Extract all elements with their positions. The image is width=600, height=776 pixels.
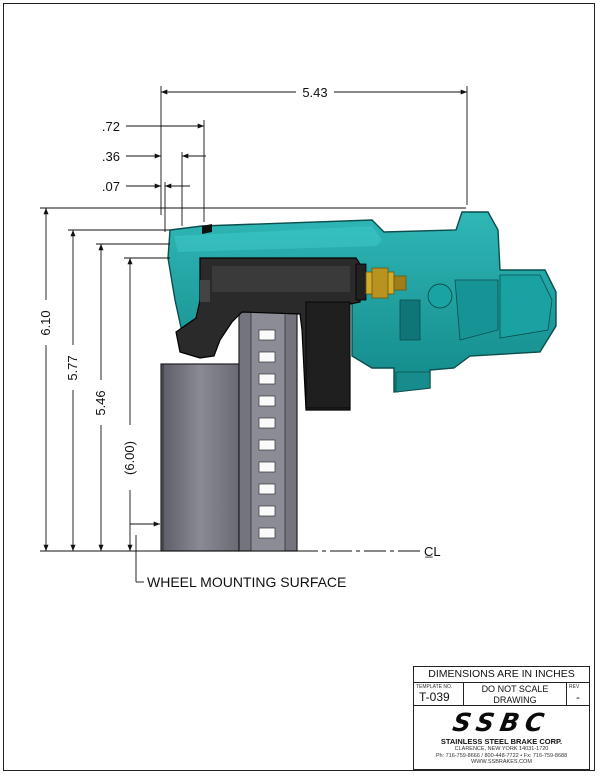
caliper-body bbox=[167, 211, 557, 393]
dimension-labels: 5.43 .72 .36 .07 6.10 5.77 5.46 (6.00) bbox=[38, 85, 328, 475]
company-phone: Ph: 716-759-8666 / 800-448-7722 • Fx: 71… bbox=[435, 752, 568, 759]
wheel-mounting-surface-label: WHEEL MOUNTING SURFACE bbox=[147, 574, 346, 590]
scale-note-cell: DO NOT SCALE DRAWING bbox=[464, 683, 567, 705]
dim-offset-c: .07 bbox=[102, 179, 120, 194]
company-address: CLARENCE, NEW YORK 14031-1720 bbox=[454, 746, 549, 752]
dim-offset-a: .72 bbox=[102, 119, 120, 134]
units-note: DIMENSIONS ARE IN INCHES bbox=[414, 667, 589, 683]
rev-value: - bbox=[576, 692, 580, 704]
dim-height-a: 6.10 bbox=[38, 310, 53, 335]
dim-overall-width: 5.43 bbox=[302, 85, 327, 100]
rev-cell: REV - bbox=[567, 683, 589, 705]
company-website: WWW.SSBRAKES.COM bbox=[471, 759, 532, 765]
dim-height-b: 5.77 bbox=[65, 355, 80, 380]
dimension-lines bbox=[43, 89, 467, 583]
rotor-vanes bbox=[258, 329, 276, 539]
drawing-sheet-border bbox=[3, 3, 595, 771]
title-block-info-row: TEMPLATE NO. T-039 DO NOT SCALE DRAWING … bbox=[414, 683, 589, 706]
extension-lines bbox=[40, 86, 468, 552]
centerline-symbol: C̲L bbox=[424, 544, 441, 559]
template-label: TEMPLATE NO. bbox=[416, 684, 453, 690]
title-block: DIMENSIONS ARE IN INCHES TEMPLATE NO. T-… bbox=[413, 666, 590, 770]
dim-height-ref: (6.00) bbox=[122, 441, 137, 475]
brake-pad-assembly bbox=[175, 257, 361, 411]
template-cell: TEMPLATE NO. T-039 bbox=[414, 683, 464, 705]
hub-body bbox=[160, 363, 240, 552]
dim-offset-b: .36 bbox=[102, 149, 120, 164]
rev-label: REV bbox=[569, 684, 580, 690]
dim-height-c: 5.46 bbox=[93, 390, 108, 415]
scale-note-line2: DRAWING bbox=[493, 695, 537, 705]
scale-note-line1: DO NOT SCALE bbox=[481, 684, 549, 694]
rotor bbox=[238, 311, 298, 552]
ssbc-logo: SSBC bbox=[450, 708, 553, 737]
template-number: T-039 bbox=[419, 690, 450, 704]
company-name: STAINLESS STEEL BRAKE CORP. bbox=[440, 737, 563, 746]
bleeder-fitting bbox=[355, 263, 407, 301]
company-logo-area: SSBC STAINLESS STEEL BRAKE CORP. CLARENC… bbox=[414, 706, 589, 766]
